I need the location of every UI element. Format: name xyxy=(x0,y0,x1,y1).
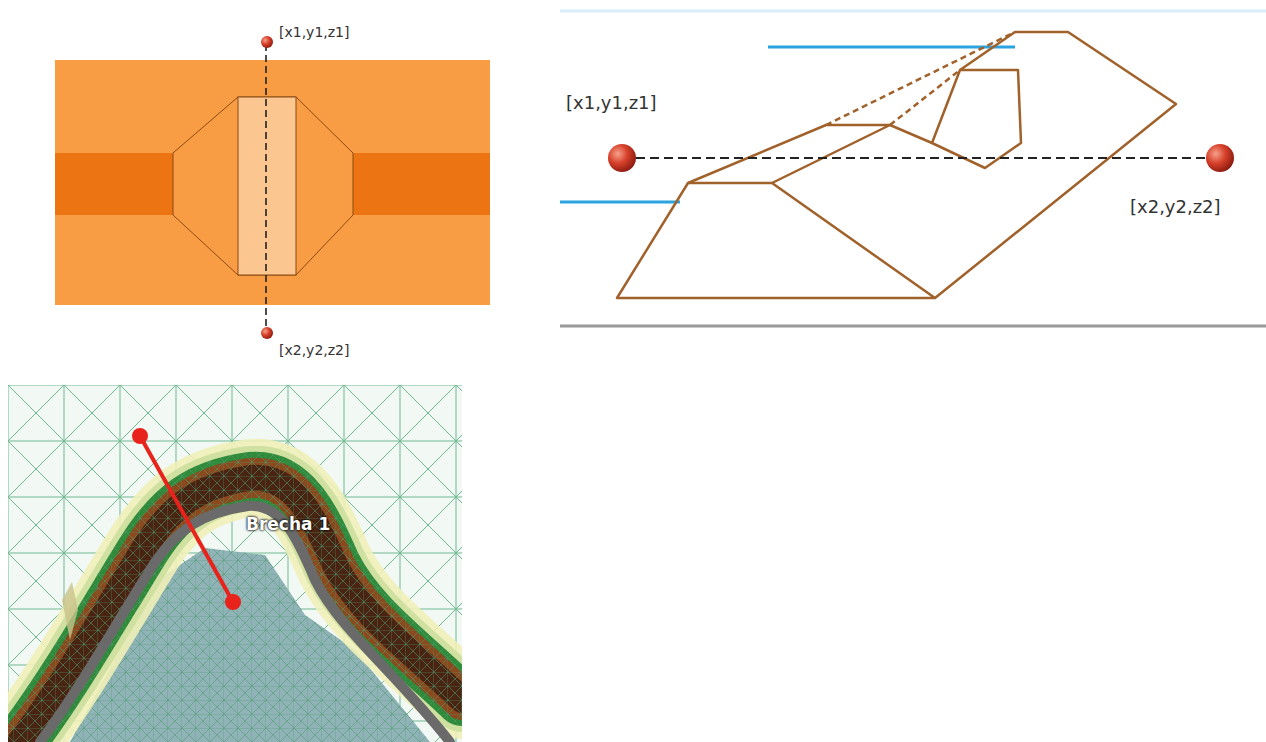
inner-edge xyxy=(40,506,450,742)
dam-body xyxy=(935,32,1176,298)
band xyxy=(20,478,462,742)
breach-point xyxy=(225,594,241,610)
section-line xyxy=(622,157,1220,159)
spur xyxy=(62,582,78,640)
breach-point xyxy=(132,428,148,444)
dam-face xyxy=(617,183,935,298)
section-line xyxy=(265,44,267,331)
embankment-band xyxy=(55,60,490,305)
water-level xyxy=(768,46,1015,49)
point-label: [x2,y2,z2] xyxy=(1130,196,1221,218)
crest-left xyxy=(55,153,173,215)
dam-crest xyxy=(688,125,890,183)
breach-line xyxy=(140,436,233,602)
breach-label: Brecha 1 xyxy=(246,514,330,534)
breach-channel xyxy=(238,97,296,275)
perspective-view xyxy=(560,11,1266,326)
breach-edge xyxy=(890,125,932,143)
band xyxy=(20,478,462,742)
outer-band xyxy=(20,478,462,742)
breach-shape xyxy=(932,70,1021,168)
band-mesh xyxy=(20,478,462,742)
point-label: [x1,y1,z1] xyxy=(566,92,657,114)
point-marker xyxy=(261,36,273,48)
mesh-ground xyxy=(8,385,462,742)
band xyxy=(20,478,462,742)
breach-outline xyxy=(173,97,353,275)
crest-right xyxy=(353,153,490,215)
point-label: [x2,y2,z2] xyxy=(279,342,349,359)
point-marker xyxy=(261,327,273,339)
water-level xyxy=(560,201,680,204)
hidden-edge xyxy=(826,32,1015,125)
frame-bottom xyxy=(560,325,1266,328)
point-marker xyxy=(608,144,636,172)
point-marker xyxy=(1206,144,1234,172)
plan-view xyxy=(55,36,490,339)
frame-top xyxy=(560,10,1266,13)
band xyxy=(20,478,462,742)
mesh-map xyxy=(8,385,462,742)
point-label: [x1,y1,z1] xyxy=(279,24,349,41)
